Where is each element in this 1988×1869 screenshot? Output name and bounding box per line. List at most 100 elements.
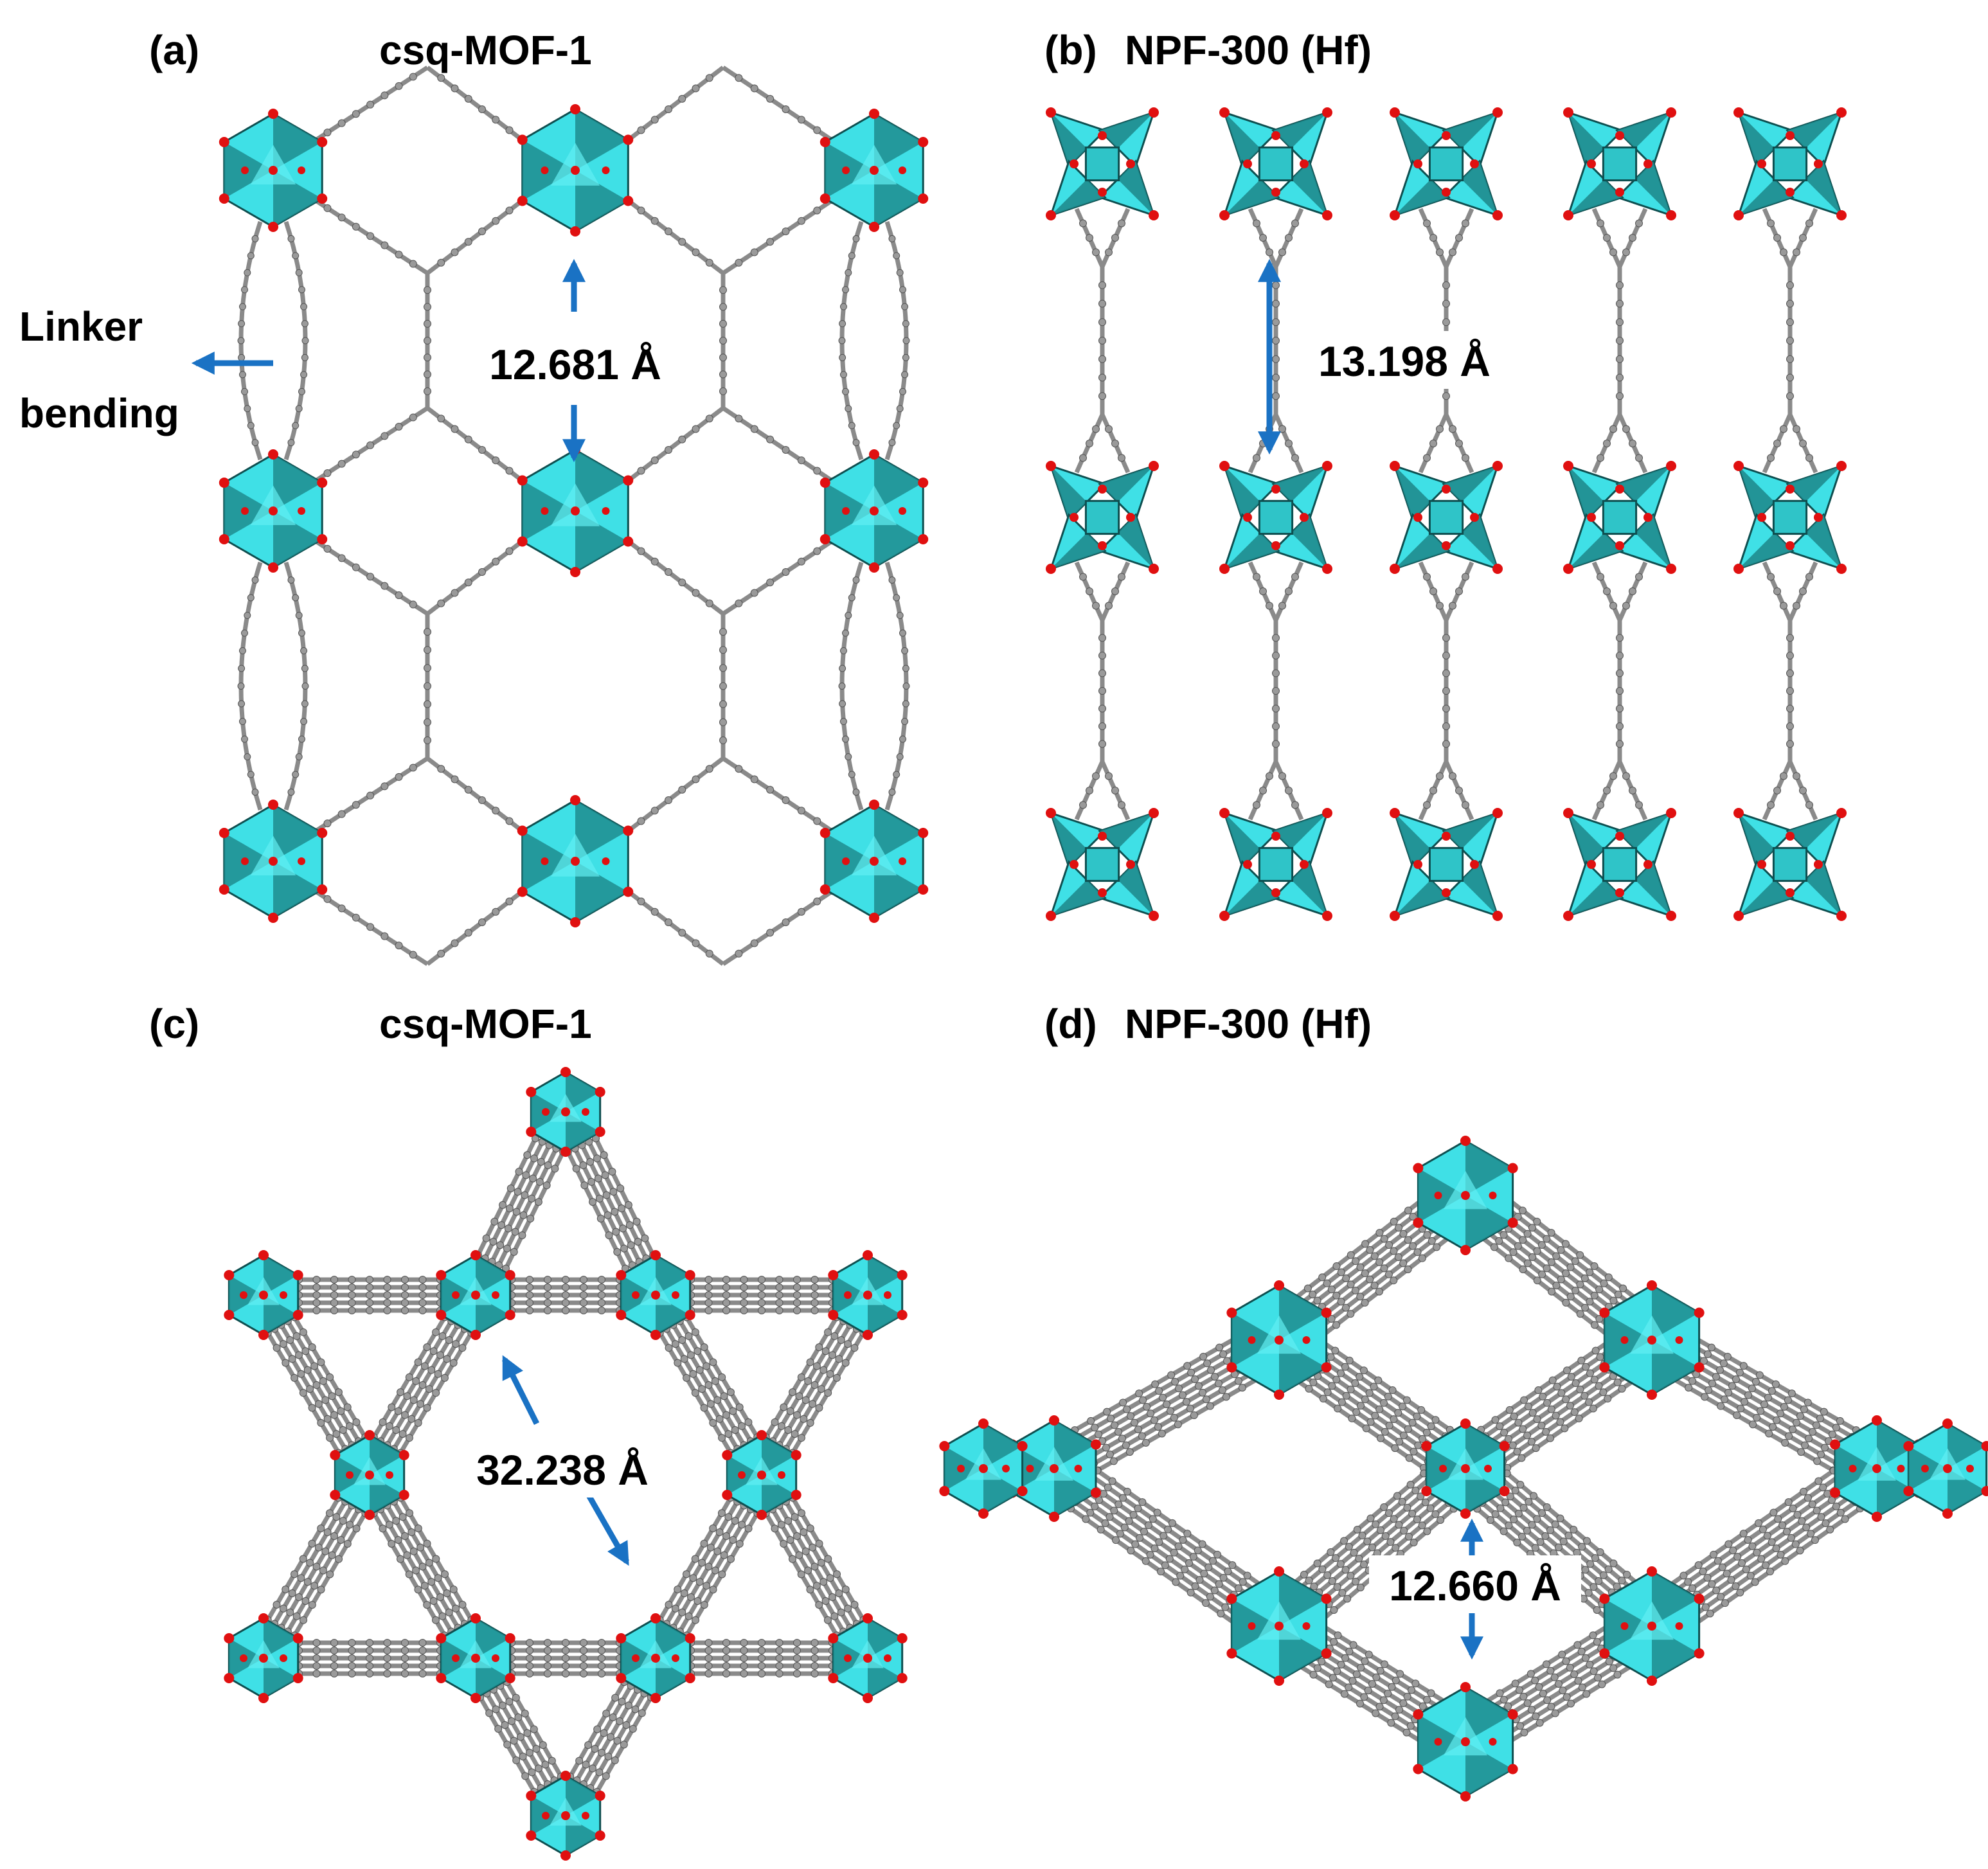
- linker-strut: [1617, 413, 1648, 474]
- linker-strut: [1248, 561, 1278, 622]
- linker-bending-label-line2: bending: [19, 390, 179, 436]
- linker-strut: [1074, 413, 1105, 474]
- panel-d-clusters: [939, 1136, 1988, 1802]
- panel-a-cluster: [517, 104, 634, 237]
- panel-a-clusters: [219, 104, 929, 927]
- panel-c-cluster: [224, 1250, 303, 1340]
- panel-b-letter: (b): [1044, 27, 1097, 73]
- linker-strut: [1273, 413, 1304, 474]
- panel-a-cluster: [819, 449, 929, 573]
- linker-strut: [1762, 760, 1793, 821]
- bent-linker: [838, 561, 864, 811]
- panel-c-cluster: [436, 1613, 515, 1703]
- panel-d-title: NPF-300 (Hf): [1125, 1001, 1372, 1047]
- linker-strut: [1248, 208, 1278, 268]
- panel-d-cluster: [1599, 1280, 1705, 1400]
- linker-strut: [1098, 620, 1106, 762]
- panel-b-cluster: [1046, 107, 1159, 220]
- panel-b-cluster: [1046, 808, 1159, 921]
- panel-c-cluster: [526, 1771, 605, 1861]
- panel-d-cluster: [1226, 1566, 1332, 1686]
- linker-strut: [1273, 760, 1304, 821]
- panel-c-cluster: [616, 1613, 695, 1703]
- panel-b-cluster: [1046, 461, 1159, 574]
- linker-strut: [1418, 760, 1449, 821]
- panel-b-cluster: [1733, 808, 1847, 921]
- linker-strut: [1762, 561, 1793, 622]
- linker-strut: [1787, 413, 1818, 474]
- bent-linker: [237, 220, 263, 461]
- panel-c-cluster: [436, 1250, 515, 1340]
- panel-a-letter: (a): [149, 27, 199, 73]
- linker-strut: [1248, 760, 1278, 821]
- linker-strut: [424, 614, 431, 758]
- panel-b-clusters: [1046, 107, 1847, 921]
- bent-linker: [884, 561, 910, 811]
- linker-strut: [1787, 561, 1818, 622]
- linker-strut: [1787, 760, 1818, 821]
- linker-strut: [1444, 561, 1474, 622]
- linker-strut: [1100, 561, 1131, 622]
- panel-b-cluster: [1733, 107, 1847, 220]
- panel-b-cluster: [1219, 461, 1332, 574]
- panel-c-letter: (c): [149, 1001, 199, 1047]
- linker-strut: [1762, 413, 1793, 474]
- linker-strut: [1442, 620, 1450, 762]
- panel-a-cluster: [517, 795, 634, 927]
- panel-b-cluster: [1563, 808, 1676, 921]
- panel-d-cluster: [1421, 1418, 1510, 1519]
- linker-strut: [1617, 561, 1648, 622]
- linker-strut: [298, 406, 429, 494]
- linker-strut: [1617, 208, 1648, 268]
- panel-a-distance-label: 12.681 Å: [489, 341, 661, 388]
- panel-d-cluster: [939, 1418, 1028, 1519]
- panel-a-cluster: [219, 800, 328, 923]
- panel-c-cluster: [722, 1430, 801, 1520]
- panel-c-distance-arrow-down: [586, 1492, 629, 1566]
- linker-strut: [1273, 561, 1304, 622]
- panel-b-linkers: [1074, 208, 1818, 821]
- panel-c-cluster: [828, 1613, 908, 1703]
- bent-linker: [237, 561, 263, 811]
- bent-linker: [283, 561, 309, 811]
- linker-strut: [298, 66, 429, 153]
- linker-strut: [1272, 267, 1280, 415]
- linker-strut: [1617, 760, 1648, 821]
- linker-strut: [1098, 267, 1106, 415]
- linker-strut: [1273, 208, 1304, 268]
- panel-c-cluster: [330, 1430, 409, 1520]
- panel-d-distance-label: 12.660 Å: [1389, 1562, 1561, 1609]
- linker-strut: [1074, 760, 1105, 821]
- panel-d-cluster: [1903, 1418, 1988, 1519]
- panel-c-cluster: [616, 1250, 695, 1340]
- panel-c-distance-arrow-up: [501, 1355, 540, 1426]
- bent-linker: [884, 220, 910, 461]
- panel-b-cluster: [1390, 461, 1503, 574]
- panel-b-distance-label: 13.198 Å: [1318, 337, 1491, 385]
- linker-strut: [1786, 267, 1794, 415]
- linker-strut: [1787, 208, 1818, 268]
- linker-strut: [1616, 620, 1624, 762]
- linker-strut: [1591, 208, 1622, 268]
- panel-c-cluster: [224, 1613, 303, 1703]
- panel-b-cluster: [1390, 107, 1503, 220]
- linker-strut: [1100, 413, 1131, 474]
- panel-b-title: NPF-300 (Hf): [1125, 27, 1372, 73]
- linker-strut: [1762, 208, 1793, 268]
- panel-b-cluster: [1219, 107, 1332, 220]
- linker-strut: [1100, 208, 1131, 268]
- panel-d-distance-backdrop: [1369, 1555, 1581, 1613]
- linker-strut: [1074, 561, 1105, 622]
- linker-strut: [1074, 208, 1105, 268]
- linker-strut: [1637, 1447, 1865, 1609]
- panel-b-cluster: [1563, 107, 1676, 220]
- linker-strut: [298, 188, 429, 275]
- panel-d-cluster: [1830, 1415, 1924, 1522]
- panel-c-clusters: [224, 1067, 908, 1861]
- panel-c-distance-backdrop: [456, 1440, 668, 1498]
- panel-c-cluster: [828, 1250, 908, 1340]
- linker-strut: [1272, 620, 1280, 762]
- linker-strut: [1444, 760, 1474, 821]
- panel-b-cluster: [1390, 808, 1503, 921]
- linker-strut: [298, 528, 429, 616]
